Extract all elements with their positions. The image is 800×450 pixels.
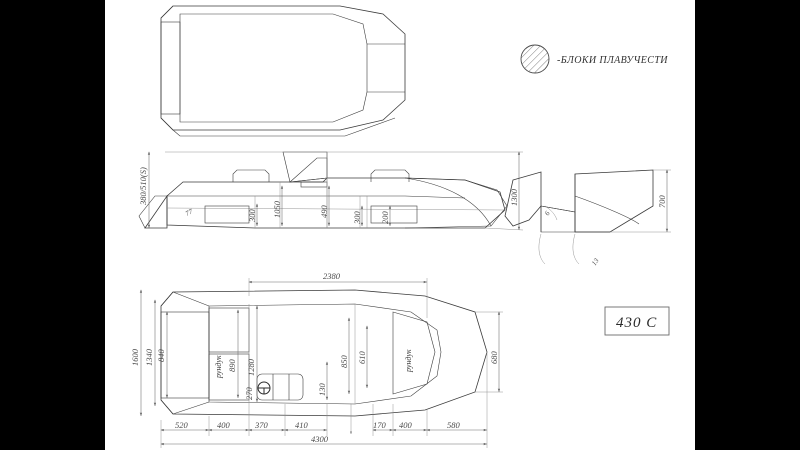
dim-300-left: 300 [247,209,257,224]
dim-transom-angle: 77 [184,207,194,218]
buoyancy-block-side-left [204,205,250,224]
dim-chain-400b: 400 [399,420,413,430]
buoyancy-block-legend-icon [520,44,550,74]
dim-chain-170: 170 [373,420,387,430]
deck-plan-view: 1600 1340 840 рундук 890 1280 270 130 85… [130,271,503,448]
cockpit-sole [208,303,442,405]
legend-label: -БЛОКИ ПЛАВУЧЕСТИ [557,55,668,66]
dim-2380: 2380 [323,271,341,281]
label-locker-right: рундук [404,349,413,373]
model-designation: 430 С [616,315,657,331]
dim-1600: 1600 [130,348,140,366]
dim-overall-4300: 4300 [311,434,329,444]
locker-right [392,311,436,395]
label-locker-left: рундук [214,355,223,379]
dim-chain-580: 580 [447,420,461,430]
dim-610: 610 [357,351,367,365]
top-plan-view [160,5,406,137]
dim-1280: 1280 [246,358,256,376]
dim-890: 890 [227,359,237,373]
dim-1340: 1340 [144,348,154,366]
dim-270: 270 [244,387,254,401]
dim-850: 850 [339,355,349,369]
dim-300-right: 300 [352,211,362,226]
dim-transom-height: 380/510(S) [138,167,148,206]
dim-1050: 1050 [272,200,282,218]
dim-chain-400a: 400 [217,420,231,430]
transom-cross-section-view: 6 13 700 [504,169,671,267]
dim-flare-angle: 13 [590,256,601,267]
dim-130: 130 [317,383,327,397]
legend: -БЛОКИ ПЛАВУЧЕСТИ [520,44,668,74]
bottom-dimension-chain: 520 400 370 410 170 400 580 [160,352,488,436]
dim-1300: 1300 [509,188,519,206]
dim-680: 680 [489,351,499,365]
dim-840: 840 [156,349,166,363]
dim-chain-520: 520 [175,420,189,430]
dim-490: 490 [319,205,329,219]
drawing-sheet: 380/510(S) 77 300 1050 490 300 200 1300 … [105,0,695,450]
technical-drawing-canvas: 380/510(S) 77 300 1050 490 300 200 1300 … [130,5,671,448]
locker-left-fwd [208,307,250,353]
dim-700: 700 [657,195,667,209]
console [256,373,304,401]
dim-200: 200 [380,211,390,225]
dim-chain-410: 410 [295,420,309,430]
buoyancy-block-side-right [370,205,418,224]
side-elevation-view: 380/510(S) 77 300 1050 490 300 200 1300 [138,151,524,231]
dim-deadrise-angle: 6 [543,209,552,217]
transom-plate [160,311,210,399]
dim-chain-370: 370 [254,420,269,430]
title-block: 430 С [604,306,670,336]
